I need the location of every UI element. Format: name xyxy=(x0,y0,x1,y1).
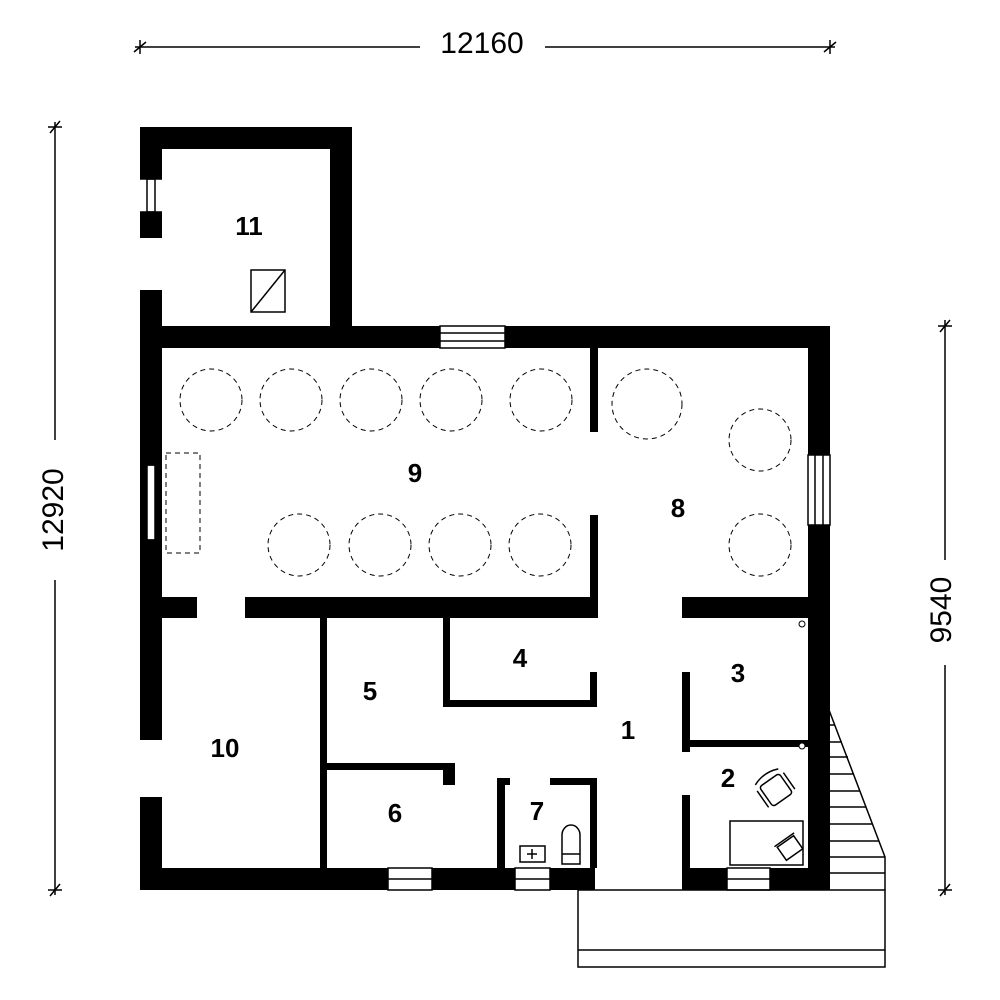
windows xyxy=(140,178,831,891)
interior-walls xyxy=(162,348,808,868)
dimension-height-main: 9540 xyxy=(925,319,958,897)
table-icon xyxy=(348,513,412,577)
room-label-3: 3 xyxy=(731,658,745,688)
room-label-4: 4 xyxy=(513,643,528,673)
toilet-icon xyxy=(561,824,581,865)
dimension-height-total: 12920 xyxy=(37,120,70,897)
boiler-icon xyxy=(250,269,286,313)
table-icon xyxy=(611,368,683,440)
room-label-5: 5 xyxy=(363,676,377,706)
room-label-11: 11 xyxy=(235,211,263,241)
table-icon xyxy=(728,513,792,577)
tables xyxy=(165,368,792,577)
dimension-width-label: 12160 xyxy=(440,27,523,60)
table-icon xyxy=(508,513,572,577)
room-labels: 1 2 3 4 5 6 7 8 9 10 11 xyxy=(211,211,746,828)
dimension-height-main-label: 9540 xyxy=(925,577,958,644)
table-icon xyxy=(428,513,492,577)
room-label-7: 7 xyxy=(530,796,544,826)
dimension-width: 12160 xyxy=(133,27,837,60)
room-label-6: 6 xyxy=(388,798,402,828)
table-icon xyxy=(728,408,792,472)
table-icon xyxy=(267,513,331,577)
entrance-stairs xyxy=(828,709,886,890)
room-label-1: 1 xyxy=(621,715,635,745)
room-label-8: 8 xyxy=(671,493,685,523)
room-label-10: 10 xyxy=(211,733,240,763)
sink-icon xyxy=(519,845,546,863)
table-icon xyxy=(509,368,573,432)
fixtures xyxy=(250,269,804,866)
room-label-2: 2 xyxy=(721,763,735,793)
porch xyxy=(577,889,886,968)
room-label-9: 9 xyxy=(408,458,422,488)
desk-icon xyxy=(729,820,804,866)
chair-icon xyxy=(774,832,804,862)
table-icon xyxy=(179,368,243,432)
table-icon xyxy=(339,368,403,432)
table-icon xyxy=(419,368,483,432)
dimension-height-total-label: 12920 xyxy=(37,468,70,551)
office-chair-icon xyxy=(754,768,796,808)
counter-icon xyxy=(165,452,201,554)
table-icon xyxy=(259,368,323,432)
